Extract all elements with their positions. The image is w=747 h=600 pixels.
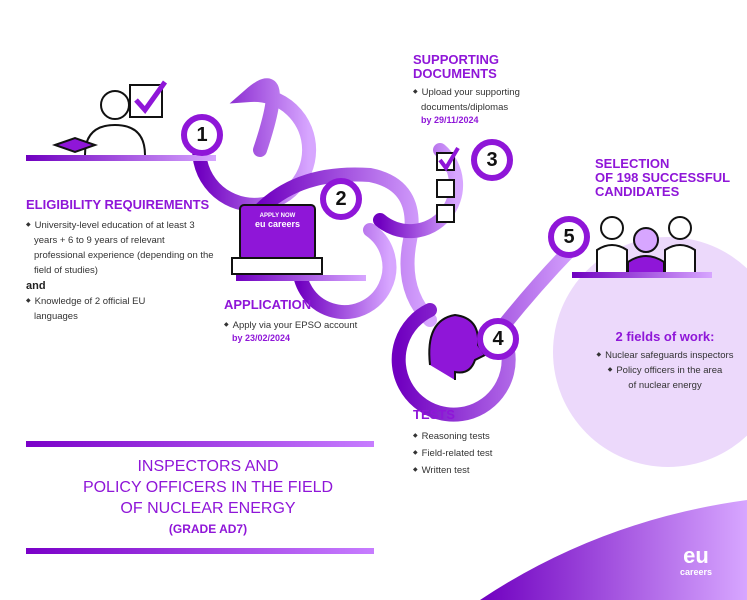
application-item: Apply via your EPSO account (224, 318, 358, 333)
fields-section: 2 fields of work: Nuclear safeguards ins… (560, 330, 747, 393)
title-top-bar (26, 441, 374, 447)
selection-title: OF 198 SUCCESSFUL (595, 170, 731, 185)
documents-title: SUPPORTING (413, 52, 499, 67)
logo-eu: eu (683, 543, 709, 568)
logo-wave (480, 500, 747, 600)
path-4 (391, 233, 587, 422)
main-title-line: OF NUCLEAR ENERGY (120, 500, 296, 517)
test-item: Written test (413, 462, 492, 479)
application-section: APPLICATION Apply via your EPSO account … (224, 297, 358, 344)
step-3-badge: 3 (471, 139, 513, 181)
laptop-icon (231, 204, 323, 275)
main-title-line: POLICY OFFICERS IN THE FIELD (82, 479, 334, 496)
selection-section: SELECTION OF 198 SUCCESSFUL CANDIDATES (595, 157, 730, 199)
title-bottom-bar (26, 548, 374, 554)
test-item: Field-related test (413, 445, 493, 462)
path-2-loop (292, 223, 397, 320)
eligibility-item: Knowledge of 2 official EU languages (26, 294, 176, 324)
path-2 (253, 167, 437, 327)
selection-title: CANDIDATES (595, 184, 680, 199)
path-1 (192, 78, 317, 212)
person-graduate-icon (51, 80, 168, 156)
step-1-badge: 1 (181, 114, 223, 156)
tests-title: TESTS (413, 407, 455, 422)
step-5-badge: 5 (548, 216, 590, 258)
step-4-badge: 4 (477, 318, 519, 360)
grade-label: (GRADE AD7) (168, 522, 248, 536)
documents-date: by 29/11/2024 (421, 115, 479, 126)
test-item: Reasoning tests (413, 428, 492, 445)
main-title: INSPECTORS AND POLICY OFFICERS IN THE FI… (28, 456, 388, 540)
checklist-icon (436, 146, 460, 223)
application-title: APPLICATION (224, 297, 312, 312)
field-item: of nuclear energy (628, 380, 702, 392)
field-item: Policy officers in the area (560, 363, 747, 378)
step-2-badge: 2 (320, 178, 362, 220)
logo-careers: careers (680, 567, 713, 577)
selection-title: SELECTION (595, 156, 670, 171)
documents-title: DOCUMENTS (413, 66, 497, 81)
tests-section: TESTS Reasoning tests Field-related test… (413, 408, 492, 479)
head-brain-icon (428, 313, 487, 380)
documents-item: Upload your supporting documents/diploma… (413, 85, 543, 115)
field-item: Nuclear safeguards inspectors (560, 348, 747, 363)
fields-title: 2 fields of work: (615, 329, 715, 344)
eu-careers-logo: eu careers (680, 543, 713, 578)
eligibility-item: University-level education of at least 3… (26, 218, 216, 278)
and-label: and (26, 280, 46, 293)
documents-section: SUPPORTING DOCUMENTS Upload your support… (413, 52, 543, 126)
application-date: by 23/02/2024 (232, 333, 291, 344)
main-title-line: INSPECTORS AND (137, 458, 279, 475)
candidates-icon (596, 216, 696, 272)
eligibility-section: ELIGIBILITY REQUIREMENTS University-leve… (26, 198, 216, 324)
eligibility-title: ELIGIBILITY REQUIREMENTS (26, 197, 210, 212)
